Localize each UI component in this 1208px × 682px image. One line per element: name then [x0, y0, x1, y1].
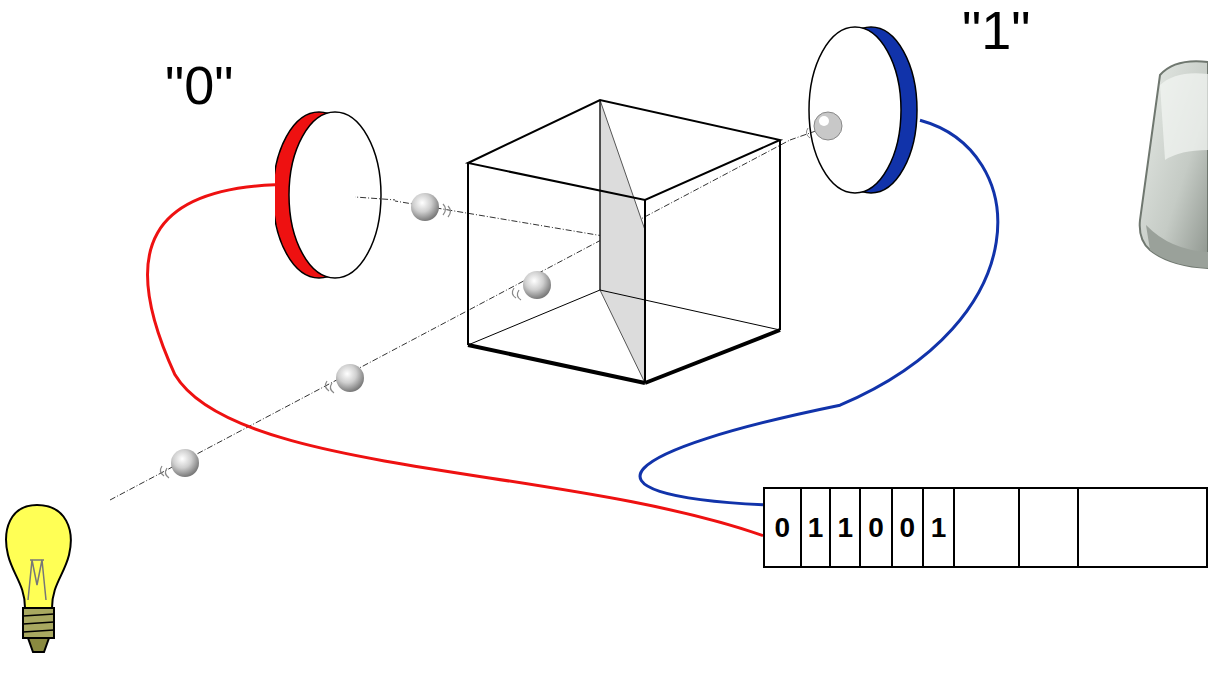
beam-splitter-cube	[468, 100, 780, 383]
dish-outline	[790, 25, 920, 195]
tape-cell: 1	[924, 489, 956, 566]
empty-tape-cell	[1020, 489, 1079, 566]
detector-dish: "1"	[790, 25, 920, 195]
tape-cell: 0	[765, 489, 802, 566]
detector-label: "0"	[165, 58, 233, 112]
detector-dish: "0"	[275, 110, 395, 280]
tape-cell: 0	[893, 489, 924, 566]
detector-wire	[640, 120, 998, 505]
tape-cell: 0	[861, 489, 893, 566]
detector-label: "1"	[962, 3, 1030, 57]
dish-outline	[275, 110, 395, 280]
tape-cell: 1	[802, 489, 832, 566]
bit-tape: 011001	[763, 487, 1208, 568]
light-bulb	[6, 505, 71, 652]
empty-tape-cell	[1079, 489, 1206, 566]
detector-wire	[147, 185, 763, 536]
tape-cell: 1	[831, 489, 861, 566]
empty-tape-cell	[955, 489, 1019, 566]
rng-device	[1140, 61, 1208, 268]
